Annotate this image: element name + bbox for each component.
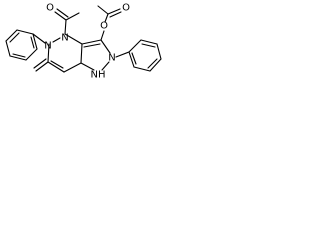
bond-c3a-c3-2 [83, 43, 101, 48]
phenyl2-bond-6 [128, 51, 135, 68]
phenyl1-inner-1 [9, 32, 20, 43]
bond-c7a-c7 [63, 62, 82, 73]
pyrazole-nh-label: NH [91, 70, 106, 81]
bond-n2-phenyl [115, 51, 130, 58]
bond-n1-c7a [80, 62, 95, 71]
bond-methylene-1 [35, 61, 49, 72]
acetate-ether-oxygen-label: O [100, 21, 108, 32]
pyridazine-n-phenyl-label: N [44, 41, 51, 52]
bond-ester-methyl [97, 5, 109, 15]
phenyl1-bond-3 [5, 40, 11, 57]
phenyl2-bond-2 [140, 39, 158, 45]
phenyl1-bond-6 [32, 33, 38, 50]
bond-c3a-c7a [80, 43, 83, 64]
bond-c7-c6-2 [50, 60, 64, 69]
bond-acetyl-methyl [65, 12, 80, 21]
bond-ester-carbonyl-2 [109, 11, 122, 18]
phenyl2-bond-3 [156, 43, 162, 60]
phenyl1-bond-4 [9, 55, 27, 61]
bond-n5-n4 [52, 37, 61, 43]
bond-c7-c6-1 [47, 61, 65, 73]
pyridazine-n-acetyl-label: N [61, 33, 68, 44]
bond-n2-n1 [101, 61, 110, 71]
atom-label-layer: O N N O O N NH [44, 3, 130, 81]
phenyl1-bond-1 [16, 29, 34, 35]
bond-n4-c3a [64, 33, 83, 45]
bond-acetyl-carbonyl-1 [54, 11, 67, 21]
acetyl-oxygen-label: O [46, 3, 54, 14]
phenyl2-inner-3 [131, 52, 137, 65]
phenyl2-bond-1 [128, 39, 142, 53]
bond-acetyl-carbonyl-2 [56, 8, 69, 18]
phenyl2-bond-4 [149, 58, 162, 72]
bond-ester-oxygen-carbon [104, 13, 109, 23]
bond-layer [5, 5, 162, 73]
phenyl2-inner-1 [141, 43, 156, 48]
phenyl1-bond-2 [5, 29, 18, 42]
bond-n5-phenyl [32, 33, 46, 44]
phenyl1-bond-5 [25, 48, 38, 61]
bond-n-acetyl-carbon [64, 19, 67, 35]
bond-c3a-c3-1 [81, 39, 102, 45]
phenyl2-bond-5 [133, 66, 151, 72]
bond-methylene-2 [33, 58, 47, 69]
bond-c3-ester-oxygen [100, 30, 105, 41]
phenyl1-inner-2 [12, 53, 26, 58]
acetate-carbonyl-oxygen-label: O [122, 3, 130, 14]
bond-ester-carbonyl-1 [107, 8, 121, 15]
bond-c6-n5 [47, 43, 50, 63]
phenyl1-inner-3 [30, 36, 35, 49]
bond-c3-n2 [100, 39, 111, 54]
pyrazole-n-phenyl-label: N [108, 53, 115, 64]
phenyl2-inner-2 [147, 58, 158, 69]
chemical-structure-diagram: O N N O O N NH [5, 3, 162, 81]
